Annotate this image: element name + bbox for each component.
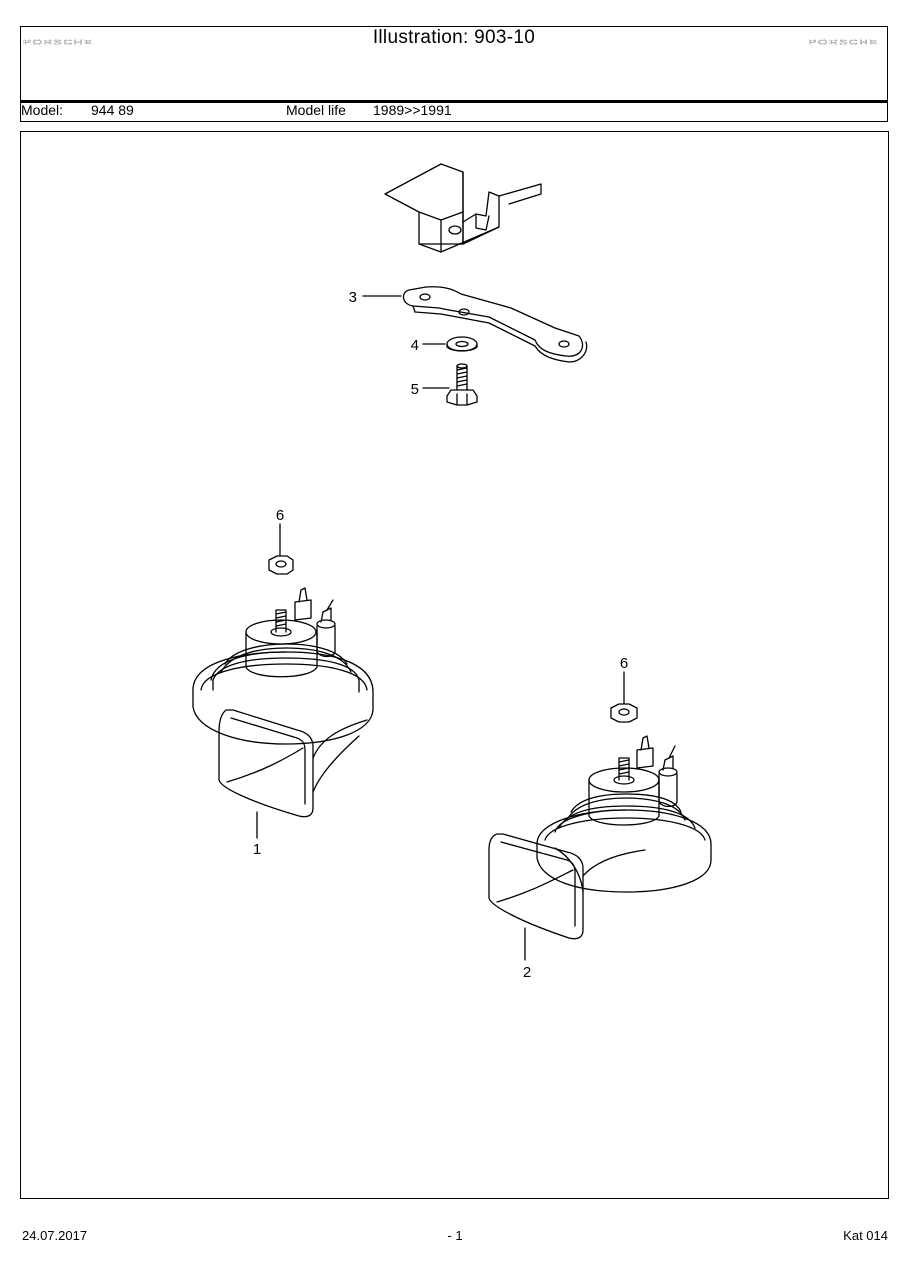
footer-catalog: Kat 014 — [843, 1228, 888, 1243]
brand-logo-right: PORSCHE — [808, 37, 879, 47]
illustration-area: 3 4 5 6 6 1 2 — [20, 131, 889, 1199]
footer-date: 24.07.2017 — [22, 1228, 88, 1243]
parts-diagram: 3 4 5 6 6 1 2 — [192, 163, 712, 981]
model-life-value: 1989>>1991 — [373, 102, 452, 118]
body-mount-bracket — [384, 163, 542, 253]
part-4-washer — [446, 336, 478, 352]
header: PORSCHE Illustration: 903-10 PORSCHE Mod… — [20, 26, 888, 122]
callout-6-left: 6 — [276, 507, 284, 524]
part-6-nut-left — [268, 523, 294, 575]
footer-page-number: - 1 — [447, 1228, 463, 1243]
callout-1: 1 — [253, 841, 261, 858]
model-value: 944 89 — [91, 102, 134, 118]
part-2-horn-right — [488, 735, 712, 961]
model-label: Model: — [21, 102, 64, 118]
part-1-horn-left — [192, 587, 374, 839]
model-row: Model: 944 89 Model life 1989>>1991 — [21, 102, 887, 122]
callout-6-right: 6 — [620, 655, 628, 672]
callout-2: 2 — [523, 964, 531, 981]
model-life-label: Model life — [286, 102, 346, 118]
callout-5: 5 — [411, 381, 419, 398]
header-divider — [21, 100, 887, 103]
callout-4: 4 — [411, 337, 419, 354]
part-5-bolt — [446, 363, 478, 406]
brand-logo-left: PORSCHE — [23, 37, 94, 47]
part-6-nut-right — [610, 671, 638, 723]
part-3-bracket — [402, 286, 588, 363]
callout-3: 3 — [349, 289, 357, 306]
page-title: Illustration: 903-10 — [372, 27, 536, 48]
